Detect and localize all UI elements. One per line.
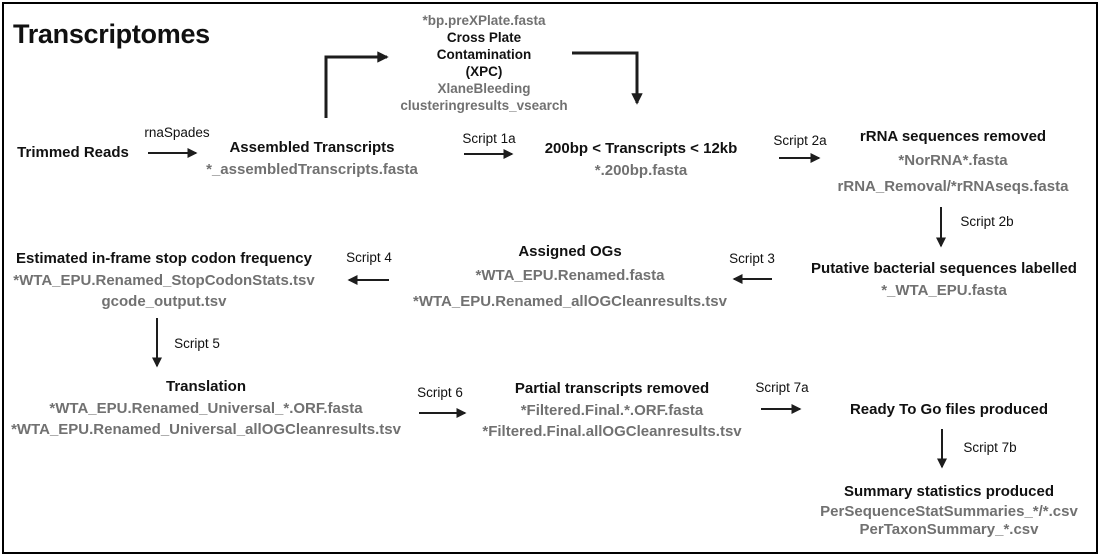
node-ready-to-go: Ready To Go files produced <box>850 399 1048 421</box>
node-title: rRNA sequences removed <box>859 128 1047 145</box>
edge-label-script-2a: Script 2a <box>773 133 827 148</box>
node-file: PerSequenceStatSummaries_*/*.csv <box>820 503 1078 520</box>
node-file: XlaneBleeding <box>437 81 531 96</box>
node-title: Trimmed Reads <box>17 144 129 161</box>
node-assembled-transcripts: Assembled Transcripts *_assembledTranscr… <box>206 137 418 180</box>
node-file: gcode_output.tsv <box>101 293 227 310</box>
node-cross-plate-contamination: *bp.preXPlate.fasta Cross Plate Contamin… <box>400 12 567 114</box>
node-size-filtered: 200bp < Transcripts < 12kb *.200bp.fasta <box>545 138 738 181</box>
node-title-line: Cross Plate <box>446 30 522 45</box>
node-file: *WTA_EPU.Renamed_StopCodonStats.tsv <box>13 272 315 289</box>
node-file: *_WTA_EPU.fasta <box>881 282 1007 299</box>
arrow-assembled-to-xpc <box>324 51 389 118</box>
edge-label-script-7a: Script 7a <box>755 380 809 395</box>
edge-label-script-7b: Script 7b <box>963 440 1017 455</box>
edge-label-script-1a: Script 1a <box>462 131 516 146</box>
node-input-file: *bp.preXPlate.fasta <box>422 13 546 28</box>
edge-label-script-2b: Script 2b <box>960 214 1014 229</box>
node-file: *Filtered.Final.*.ORF.fasta <box>520 402 704 419</box>
node-title: 200bp < Transcripts < 12kb <box>544 140 738 157</box>
node-partial-removed: Partial transcripts removed *Filtered.Fi… <box>482 378 741 442</box>
node-title: Assigned OGs <box>518 243 622 260</box>
node-file: *_assembledTranscripts.fasta <box>206 161 418 178</box>
node-file: *Filtered.Final.allOGCleanresults.tsv <box>482 423 742 440</box>
edge-label-script-6: Script 6 <box>417 385 463 400</box>
node-assigned-ogs: Assigned OGs *WTA_EPU.Renamed.fasta *WTA… <box>413 241 727 315</box>
node-file: rRNA_Removal/*rRNAseqs.fasta <box>837 178 1069 195</box>
node-summary-statistics: Summary statistics produced PerSequenceS… <box>820 481 1078 539</box>
node-file: PerTaxonSummary_*.csv <box>859 521 1039 538</box>
node-bacterial-labelled: Putative bacterial sequences labelled *_… <box>811 258 1077 301</box>
node-stop-codon-frequency: Estimated in-frame stop codon frequency … <box>13 248 314 312</box>
node-file: *WTA_EPU.Renamed_Universal_*.ORF.fasta <box>49 400 363 417</box>
node-title: Assembled Transcripts <box>229 139 395 156</box>
node-title: Estimated in-frame stop codon frequency <box>16 250 312 267</box>
node-rrna-removed: rRNA sequences removed *NorRNA*.fasta rR… <box>838 126 1069 200</box>
node-title-line: (XPC) <box>465 64 503 79</box>
node-file: *NorRNA*.fasta <box>898 152 1008 169</box>
node-title: Partial transcripts removed <box>514 380 710 397</box>
edge-label-script-4: Script 4 <box>346 250 392 265</box>
edge-label-script-5: Script 5 <box>174 336 220 351</box>
node-file: *WTA_EPU.Renamed_Universal_allOGCleanres… <box>11 421 401 438</box>
node-file: *WTA_EPU.Renamed.fasta <box>475 267 665 284</box>
page-title: Transcriptomes <box>13 19 210 49</box>
node-title: Ready To Go files produced <box>849 401 1049 418</box>
edge-label-rnaspades: rnaSpades <box>144 125 210 140</box>
node-title: Summary statistics produced <box>843 483 1055 500</box>
edge-label-script-3: Script 3 <box>729 251 775 266</box>
node-file: clusteringresults_vsearch <box>400 98 568 113</box>
node-file: *WTA_EPU.Renamed_allOGCleanresults.tsv <box>413 293 727 310</box>
node-title-line: Contamination <box>436 47 532 62</box>
node-file: *.200bp.fasta <box>594 162 688 179</box>
node-translation: Translation *WTA_EPU.Renamed_Universal_*… <box>11 376 401 440</box>
arrow-xpc-to-size-filter <box>572 51 643 105</box>
node-trimmed-reads: Trimmed Reads <box>17 142 129 164</box>
node-title: Putative bacterial sequences labelled <box>811 260 1077 277</box>
node-title: Translation <box>165 378 247 395</box>
